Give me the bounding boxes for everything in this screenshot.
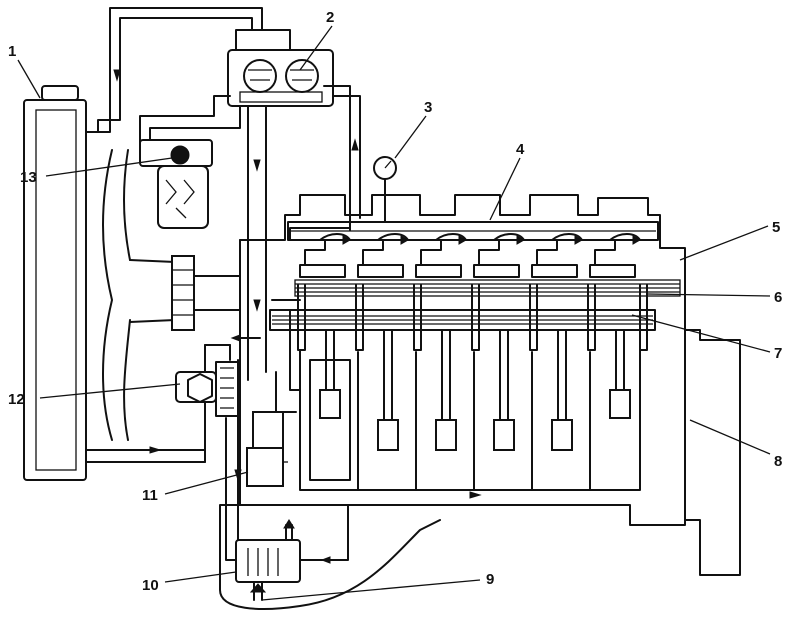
cooling-fan — [102, 149, 241, 441]
callout-9: 9 — [486, 571, 494, 588]
radiator-cap — [41, 85, 79, 101]
radiator-hoses — [85, 7, 263, 463]
oil-filter-valve — [170, 145, 190, 165]
callout-1: 1 — [8, 43, 16, 60]
callout-12: 12 — [8, 391, 25, 408]
starter-unit — [246, 411, 288, 487]
water-gallery — [287, 221, 659, 241]
oil-cooler — [235, 504, 349, 601]
cylinder-head-gasket — [294, 279, 681, 297]
engine-block — [219, 194, 741, 610]
leader-lines — [17, 25, 771, 601]
radiator — [23, 85, 87, 481]
callout-7: 7 — [774, 345, 782, 362]
callout-11: 11 — [142, 487, 158, 504]
cylinder-jackets — [297, 284, 648, 499]
callout-10: 10 — [142, 577, 159, 594]
callout-13: 13 — [20, 169, 37, 186]
callouts: 1 2 3 4 5 6 7 8 9 10 11 12 13 — [8, 9, 782, 594]
callout-4: 4 — [516, 141, 525, 158]
temperature-gauge — [373, 156, 397, 223]
callout-6: 6 — [774, 289, 782, 306]
main-gallery — [269, 309, 656, 331]
callout-3: 3 — [424, 99, 432, 116]
callout-2: 2 — [326, 9, 334, 26]
callout-8: 8 — [774, 453, 782, 470]
thermostat-housing — [139, 29, 361, 381]
pump-lines — [225, 299, 301, 561]
oil-filter-cooler — [139, 139, 213, 229]
cylinder-head-ports — [299, 233, 642, 278]
connecting-rods — [319, 329, 631, 451]
callout-5: 5 — [772, 219, 780, 236]
